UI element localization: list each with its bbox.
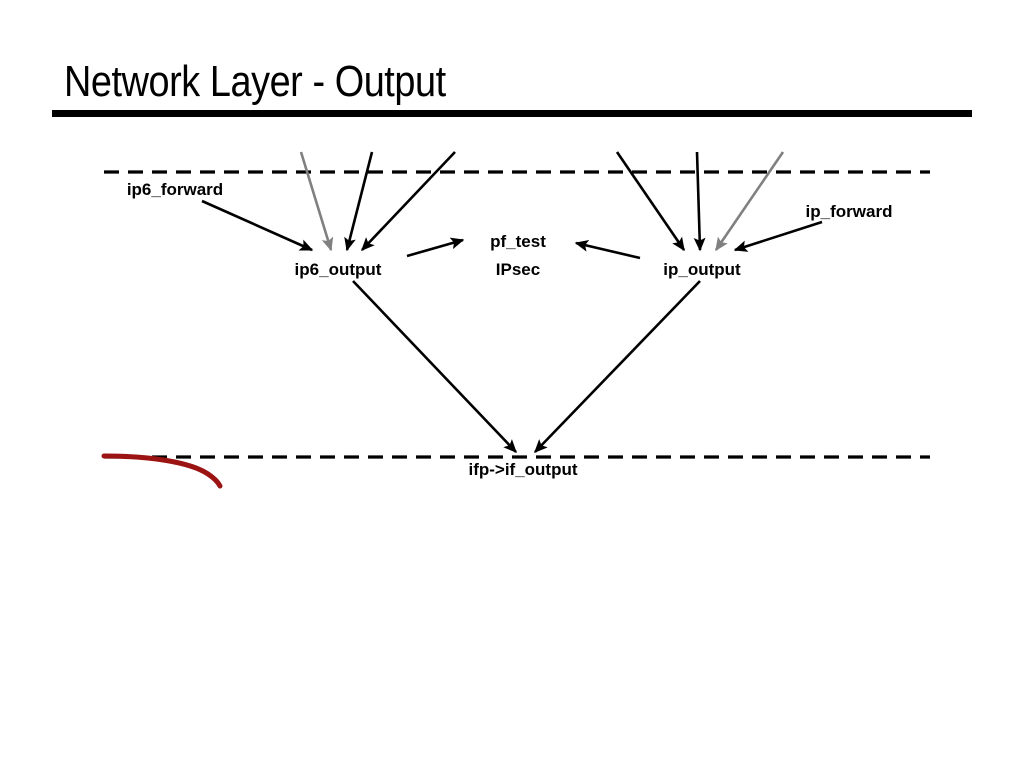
edge-external-to-ip-output-mid	[693, 151, 706, 252]
edge-external-to-ip6-output-right	[361, 151, 456, 251]
red-curve-annotation	[101, 453, 223, 489]
edge-ip-forward-to-ip-output	[733, 220, 823, 252]
node-label-pf-test: pf_test	[490, 232, 546, 251]
node-label-ipsec: IPsec	[495, 260, 541, 279]
edge-ip-output-to-ifp-if-output	[534, 280, 701, 453]
edge-external-to-ip-output-gray	[714, 151, 785, 252]
edge-ip-output-to-pf-test	[574, 239, 641, 260]
node-label-ip6-forward: ip6_forward	[126, 180, 224, 199]
node-label-ip-output: ip_output	[663, 260, 741, 279]
edge-external-to-ip6-output-mid	[344, 151, 374, 252]
edge-external-to-ip-output-left	[615, 151, 686, 252]
page-title: Network Layer - Output	[64, 57, 446, 106]
title-underline-rule	[52, 110, 972, 117]
edge-ip6-output-to-ifp-if-output	[352, 280, 517, 453]
edge-ip6-output-to-pf-test	[406, 237, 465, 258]
node-label-ip6-output: ip6_output	[294, 260, 382, 279]
node-label-ip-forward: ip_forward	[805, 202, 893, 221]
edge-external-to-ip6-output-gray	[299, 151, 334, 252]
edge-ip6-forward-to-ip6-output	[201, 199, 314, 252]
node-label-ifp-if-output: ifp->if_output	[468, 460, 578, 479]
